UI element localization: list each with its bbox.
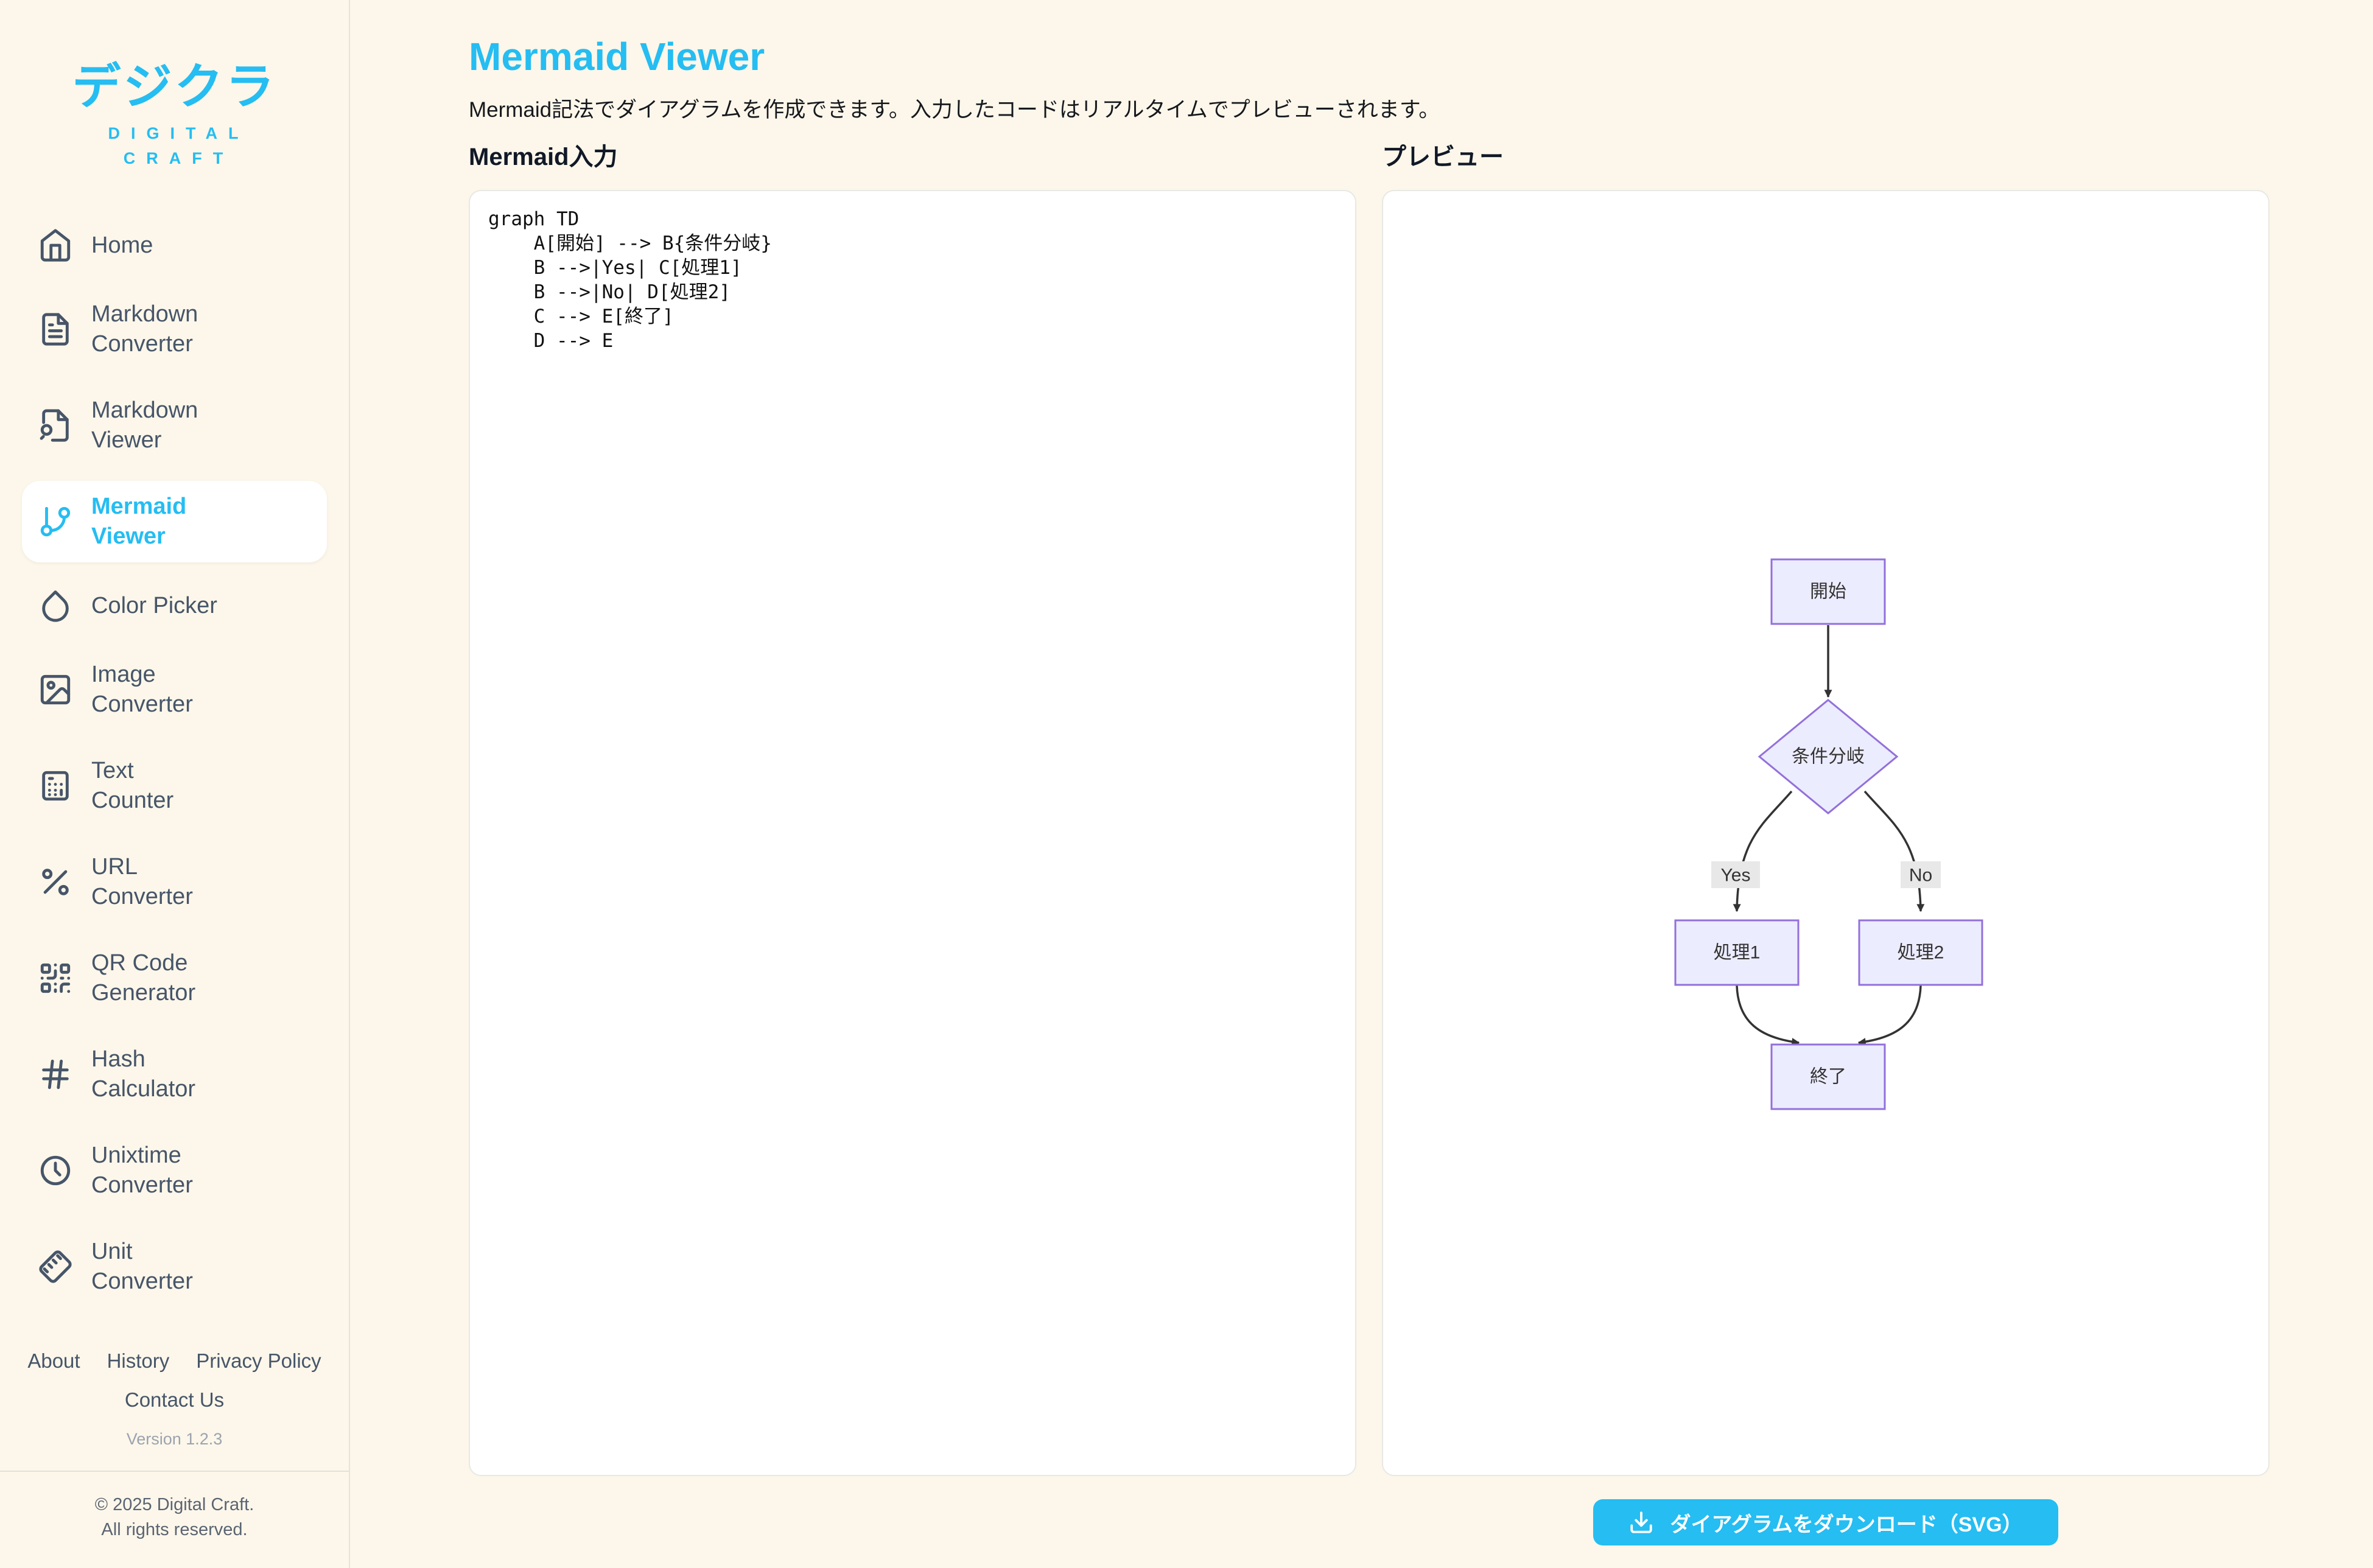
logo-title: デジクラ bbox=[72, 60, 277, 114]
footer-link-about[interactable]: About bbox=[27, 1349, 80, 1372]
edge-process2-end bbox=[1857, 985, 1922, 1046]
edge-decision-process2 bbox=[1863, 790, 1925, 912]
percent-icon bbox=[38, 864, 73, 900]
main-content: Mermaid Viewer Mermaid記法でダイアグラムを作成できます。入… bbox=[350, 0, 2373, 1568]
mermaid-flowchart: Yes No 開始 条件分岐 bbox=[1674, 558, 1983, 1110]
preview-section: プレビュー bbox=[1382, 142, 2270, 1545]
svg-text:開始: 開始 bbox=[1810, 582, 1846, 602]
sidebar-item-color-picker[interactable]: Color Picker bbox=[22, 577, 327, 634]
input-section-heading: Mermaid入力 bbox=[469, 144, 618, 170]
edge-decision-process1 bbox=[1733, 790, 1793, 912]
page-description: Mermaid記法でダイアグラムを作成できます。入力したコードはリアルタイムでプ… bbox=[469, 98, 1440, 122]
file-search-icon bbox=[38, 408, 73, 443]
droplet-icon bbox=[38, 588, 73, 623]
svg-text:Yes: Yes bbox=[1721, 866, 1751, 886]
code-editor-panel: graph TD A[開始] --> B{条件分岐} B -->|Yes| C[… bbox=[469, 190, 1356, 1476]
footer-link-history[interactable]: History bbox=[107, 1349, 170, 1372]
sidebar-item-unit-converter[interactable]: Unit Converter bbox=[22, 1226, 327, 1307]
page-title: Mermaid Viewer bbox=[469, 35, 765, 79]
preview-section-heading: プレビュー bbox=[1382, 144, 1504, 170]
edge-process1-end bbox=[1736, 985, 1800, 1046]
sidebar-item-image-converter[interactable]: Image Converter bbox=[22, 649, 327, 730]
diagram-preview-panel: Yes No 開始 条件分岐 bbox=[1382, 190, 2270, 1476]
qr-code-icon bbox=[38, 961, 73, 996]
sidebar: デジクラ DIGITAL CRAFT Home Markdown Convert… bbox=[0, 0, 350, 1568]
svg-text:終了: 終了 bbox=[1810, 1067, 1846, 1087]
footer-divider bbox=[0, 1471, 349, 1472]
edge-label-no: No bbox=[1901, 861, 1941, 888]
sidebar-item-qr-code-generator[interactable]: QR Code Generator bbox=[22, 937, 327, 1019]
image-icon bbox=[38, 672, 73, 707]
sidebar-item-home[interactable]: Home bbox=[22, 217, 327, 274]
clock-icon bbox=[38, 1153, 73, 1188]
download-button-label: ダイアグラムをダウンロード（SVG） bbox=[1670, 1513, 2023, 1536]
sidebar-item-url-converter[interactable]: URL Converter bbox=[22, 841, 327, 923]
svg-text:処理2: 処理2 bbox=[1898, 943, 1944, 963]
app-logo[interactable]: デジクラ DIGITAL CRAFT bbox=[22, 47, 327, 168]
home-icon bbox=[38, 228, 73, 263]
sidebar-item-markdown-converter[interactable]: Markdown Converter bbox=[22, 289, 327, 370]
sidebar-item-hash-calculator[interactable]: Hash Calculator bbox=[22, 1034, 327, 1115]
sidebar-nav: Home Markdown Converter Markdown Viewer … bbox=[22, 217, 327, 1307]
download-icon bbox=[1628, 1510, 1654, 1535]
node-process2: 処理2 bbox=[1858, 919, 1983, 986]
footer-link-privacy-policy[interactable]: Privacy Policy bbox=[196, 1349, 321, 1372]
svg-text:条件分岐: 条件分岐 bbox=[1792, 747, 1865, 767]
ruler-icon bbox=[38, 1249, 73, 1284]
sidebar-item-text-counter[interactable]: Text Counter bbox=[22, 745, 327, 827]
sidebar-footer: About History Privacy Policy Contact Us … bbox=[0, 1349, 349, 1542]
calculator-icon bbox=[38, 768, 73, 803]
logo-subtitle-line1: DIGITAL bbox=[108, 124, 250, 142]
svg-text:No: No bbox=[1909, 866, 1932, 886]
mermaid-input-section: Mermaid入力 graph TD A[開始] --> B{条件分岐} B -… bbox=[469, 142, 1356, 1545]
file-text-icon bbox=[38, 312, 73, 347]
node-decision: 条件分岐 bbox=[1758, 699, 1899, 814]
sidebar-item-mermaid-viewer[interactable]: Mermaid Viewer bbox=[22, 481, 327, 562]
sidebar-item-markdown-viewer[interactable]: Markdown Viewer bbox=[22, 385, 327, 466]
footer-link-contact-us[interactable]: Contact Us bbox=[124, 1388, 225, 1411]
sidebar-item-unixtime-converter[interactable]: Unixtime Converter bbox=[22, 1130, 327, 1211]
svg-text:処理1: 処理1 bbox=[1714, 943, 1761, 963]
edge-label-yes: Yes bbox=[1711, 861, 1760, 888]
mermaid-code-input[interactable]: graph TD A[開始] --> B{条件分岐} B -->|Yes| C[… bbox=[470, 191, 1355, 1475]
copyright: © 2025 Digital Craft. All rights reserve… bbox=[94, 1495, 254, 1539]
git-branch-icon bbox=[38, 504, 73, 539]
logo-subtitle-line2: CRAFT bbox=[123, 149, 234, 167]
version-label: Version 1.2.3 bbox=[126, 1430, 223, 1448]
node-start: 開始 bbox=[1770, 558, 1886, 625]
hash-icon bbox=[38, 1057, 73, 1092]
node-process1: 処理1 bbox=[1674, 919, 1800, 986]
download-svg-button[interactable]: ダイアグラムをダウンロード（SVG） bbox=[1593, 1499, 2058, 1545]
node-end: 終了 bbox=[1770, 1043, 1886, 1110]
